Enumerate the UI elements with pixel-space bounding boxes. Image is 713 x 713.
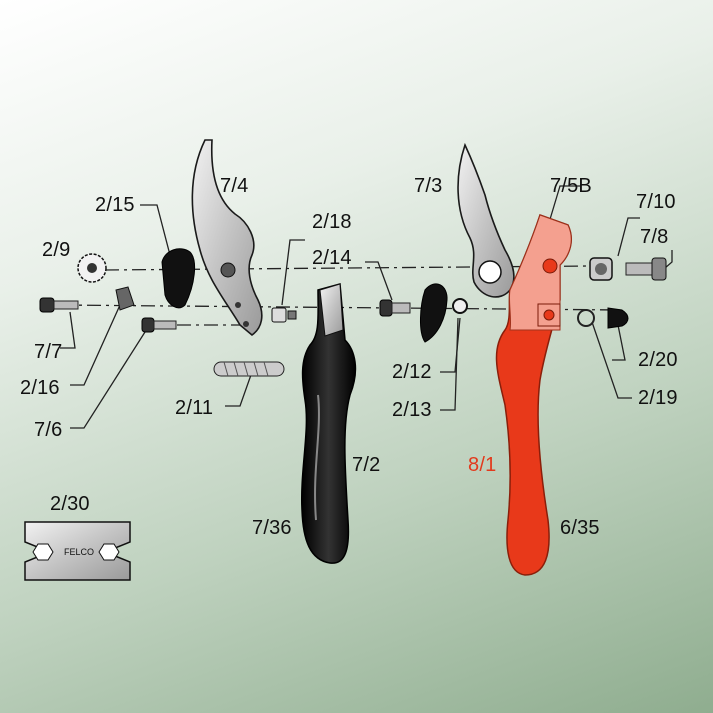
red-handle-8-1 — [495, 214, 572, 576]
label-7-8: 7/8 — [640, 226, 669, 248]
label-7-6: 7/6 — [34, 419, 63, 441]
wrench-2-30: FELCO — [24, 521, 131, 581]
label-2-9: 2/9 — [42, 239, 71, 261]
label-2-30: 2/30 — [50, 493, 90, 515]
label-7-10: 7/10 — [636, 191, 676, 213]
label-6-35: 6/35 — [560, 517, 600, 539]
label-2-19: 2/19 — [638, 387, 678, 409]
part-2-13 — [452, 298, 468, 314]
label-2-14: 2/14 — [312, 247, 352, 269]
part-2-19 — [577, 309, 595, 327]
label-7-3: 7/3 — [414, 175, 443, 197]
label-2-15: 2/15 — [95, 194, 135, 216]
part-2-18 — [271, 307, 297, 323]
part-2-15 — [161, 248, 196, 309]
blade-7-3 — [457, 142, 515, 298]
label-2-18: 2/18 — [312, 211, 352, 233]
part-2-20 — [607, 307, 629, 329]
label-7-5b: 7/5B — [550, 175, 592, 197]
upper-blade-7-4 — [191, 139, 263, 337]
wrench-logo-text: FELCO — [64, 547, 94, 557]
part-7-10 — [589, 257, 613, 281]
part-2-12 — [420, 283, 448, 343]
label-2-11: 2/11 — [175, 397, 214, 419]
label-2-20: 2/20 — [638, 349, 678, 371]
label-2-16: 2/16 — [20, 377, 60, 399]
label-7-7: 7/7 — [34, 341, 63, 363]
part-7-6 — [141, 317, 177, 333]
part-2-16 — [115, 286, 135, 311]
black-handle-7-2 — [300, 283, 357, 564]
part-7-8 — [625, 257, 667, 281]
label-7-2: 7/2 — [352, 454, 381, 476]
label-2-13: 2/13 — [392, 399, 432, 421]
part-7-7 — [39, 297, 79, 313]
part-2-9 — [77, 253, 107, 283]
label-7-36: 7/36 — [252, 517, 292, 539]
label-7-4: 7/4 — [220, 175, 249, 197]
label-2-12: 2/12 — [392, 361, 432, 383]
part-2-11 — [213, 361, 285, 377]
part-2-14 — [379, 299, 411, 317]
label-8-1: 8/1 — [468, 454, 497, 476]
leader-lines — [60, 185, 673, 429]
